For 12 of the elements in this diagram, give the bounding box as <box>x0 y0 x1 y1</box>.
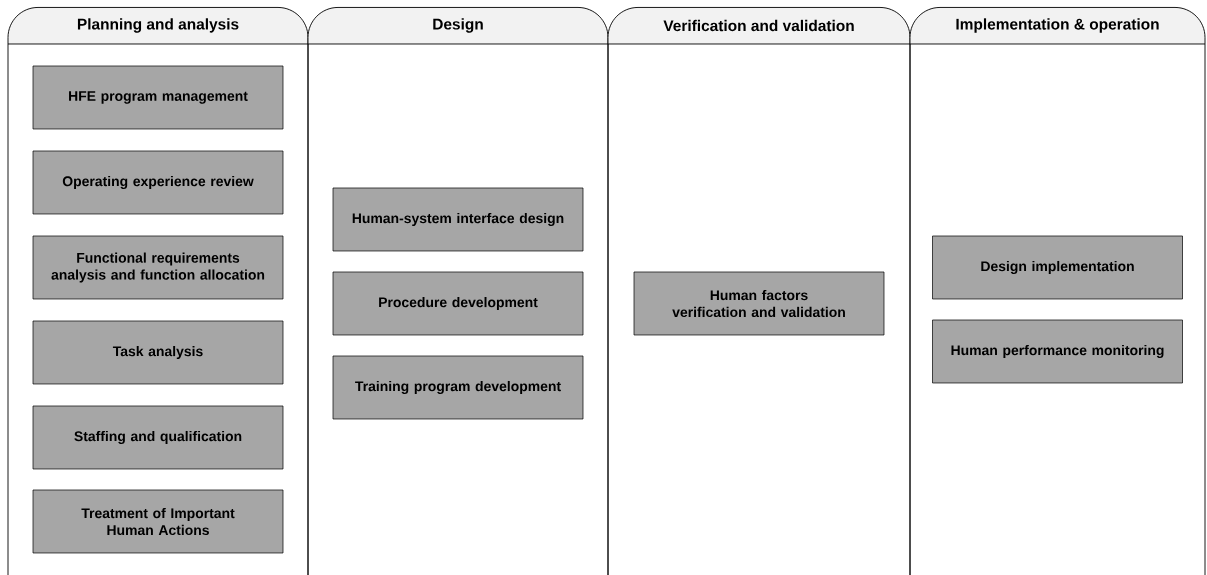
process-box: Functional requirements analysis and function allocation <box>32 235 284 300</box>
process-box: Training program development <box>332 355 584 420</box>
process-box: HFE program management <box>32 65 284 130</box>
process-box: Human factors verification and validation <box>633 271 885 336</box>
process-box: Operating experience review <box>32 150 284 215</box>
process-box: Design implementation <box>932 235 1183 300</box>
process-box: Task analysis <box>32 320 284 385</box>
process-box: Treatment of Important Human Actions <box>32 489 284 554</box>
process-box: Procedure development <box>332 271 584 336</box>
process-box: Staffing and qualification <box>32 405 284 470</box>
process-box: Human performance monitoring <box>932 319 1183 384</box>
process-box: Human-system interface design <box>332 187 584 252</box>
